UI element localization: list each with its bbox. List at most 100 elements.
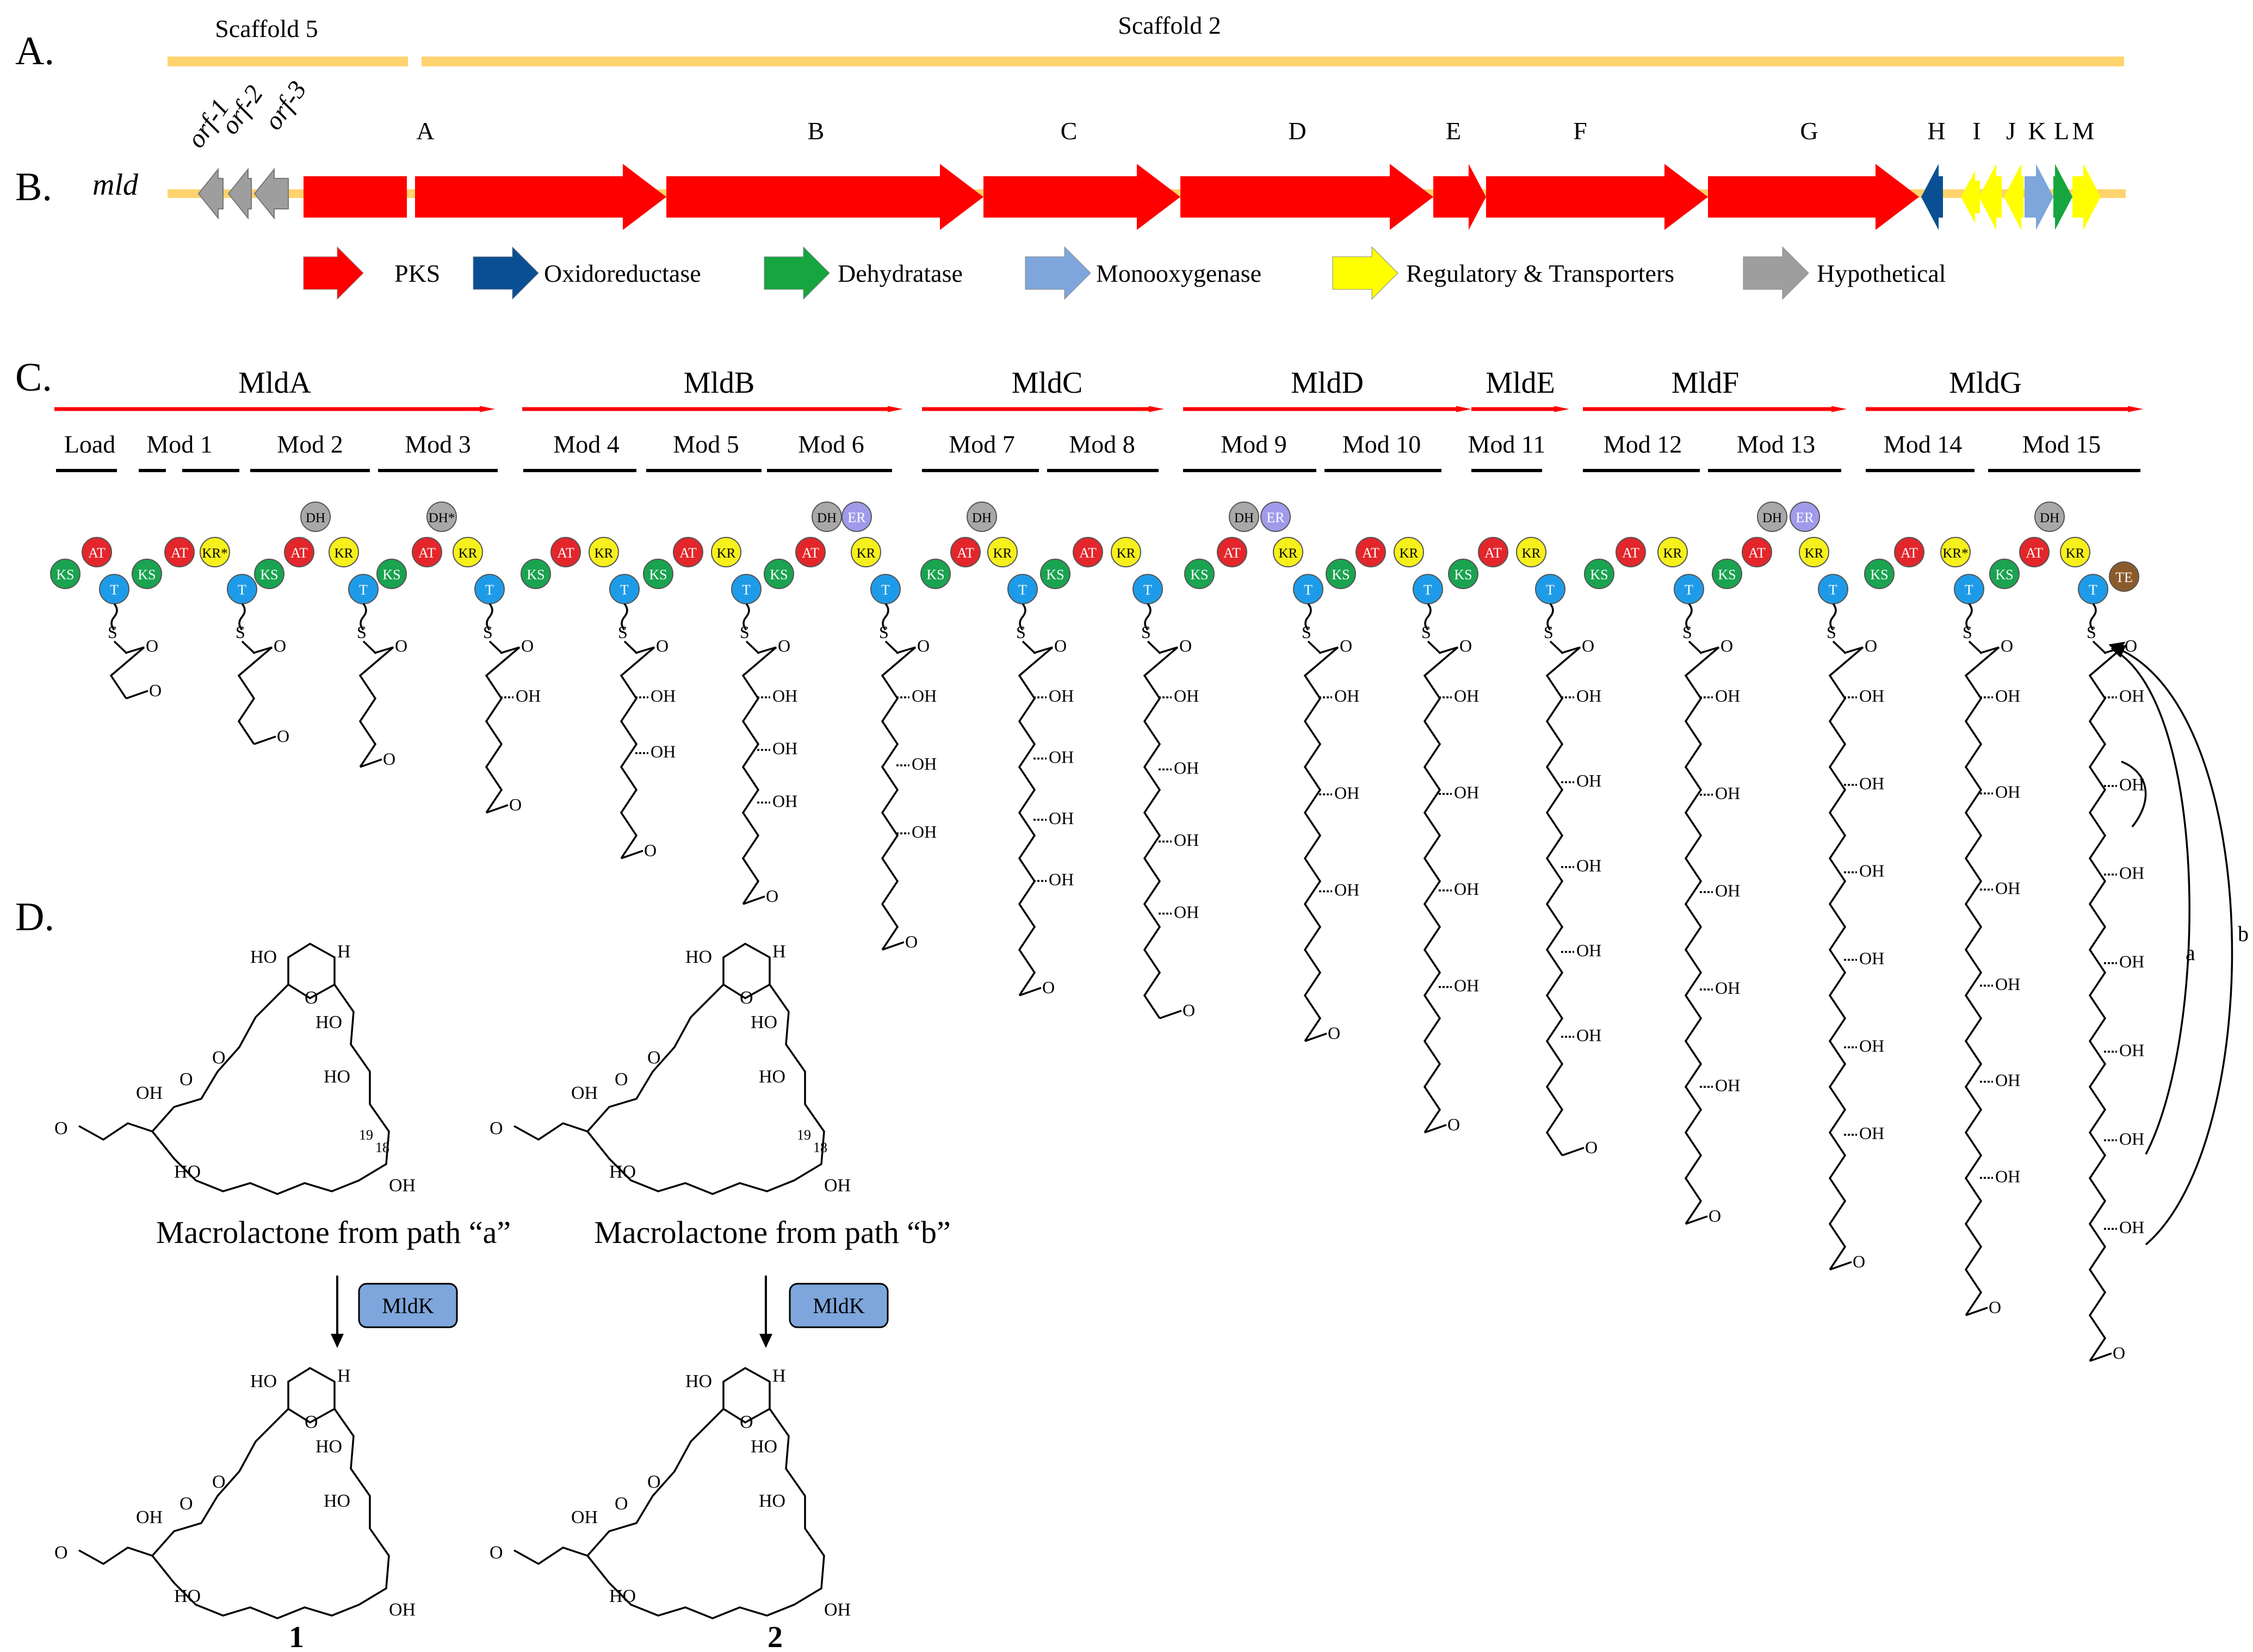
chain-backbone-7: [1018, 640, 1054, 996]
locant-18-a: 18: [375, 1140, 389, 1155]
terminal-o-10: O: [1447, 1115, 1460, 1134]
gene-letter-D: D: [1288, 117, 1306, 145]
domain-63-t: T: [1818, 574, 1848, 604]
gene-letter-B: B: [808, 117, 825, 145]
locant-18-b: 18: [813, 1140, 827, 1155]
domain-39-t-label: T: [1143, 582, 1152, 598]
hydroxyl-7-2: OH: [1049, 808, 1074, 828]
terminal-ketone-3: [486, 804, 509, 814]
domain-43-er-circle: [1260, 502, 1291, 532]
terminal-ketone-11: [1562, 1147, 1584, 1156]
domain-5-kr_star-label: KR*: [202, 546, 227, 561]
domain-1-at-circle: [82, 537, 112, 567]
domain-32-at: AT: [950, 537, 981, 567]
hydroxyl-6-0: OH: [912, 686, 937, 706]
domain-4-at-circle: [164, 537, 195, 567]
module-label-4: Mod 4: [553, 430, 619, 458]
legend-label-1: Oxidoreductase: [544, 259, 701, 287]
domain-3-ks-circle: [132, 559, 162, 589]
domain-14-dh_star: DH*: [426, 502, 457, 532]
polyketide-intermediates: [109, 603, 2124, 1362]
module-label-9: Mod 9: [1221, 430, 1286, 458]
domain-19-kr: KR: [589, 537, 619, 567]
mldk-box-a: [358, 1283, 458, 1328]
domain-11-t-label: T: [359, 582, 368, 598]
chain-backbone-0: [109, 640, 145, 699]
protein-arrow-MldG: [1866, 406, 2143, 412]
domain-41-at-circle: [1217, 537, 1247, 567]
domain-22-at-label: AT: [679, 545, 697, 561]
orf-arrow-2: [227, 168, 252, 220]
domain-20-t-label: T: [620, 582, 629, 598]
domain-31-ks-label: KS: [926, 567, 944, 583]
domain-62-kr-circle: [1799, 537, 1829, 567]
terminal-o-14: O: [1989, 1297, 2001, 1317]
domain-2-t: T: [99, 574, 129, 604]
gene-arrow-7: [1708, 164, 1919, 230]
protein-label-MldG: MldG: [1949, 366, 2022, 400]
hydroxyl-5-2: OH: [772, 791, 797, 810]
domain-16-t: T: [474, 574, 505, 604]
domain-42-dh-circle: [1229, 502, 1259, 532]
module-label-15: Mod 15: [2022, 430, 2101, 458]
ester-o-b1: O: [615, 1069, 628, 1090]
domain-53-t: T: [1535, 574, 1565, 604]
terminal-o-0: O: [149, 680, 162, 700]
thioester-link-15: [2089, 603, 2097, 631]
ho-anomeric-p1: HO: [250, 1371, 277, 1391]
domain-28-er-label: ER: [847, 510, 866, 525]
domain-8-at-circle: [284, 537, 314, 567]
hydroxyl-7-1: OH: [1049, 747, 1074, 767]
domain-29-kr: KR: [851, 537, 881, 567]
domain-66-kr_star: KR*: [1940, 537, 1971, 567]
gene-arrow-10: [2004, 164, 2023, 230]
product-1-label: 1: [289, 1620, 304, 1652]
sulfur-4: S: [618, 622, 628, 642]
domain-29-kr-label: KR: [857, 546, 876, 561]
carbonyl-o-15: O: [2125, 636, 2137, 655]
domain-61-er: ER: [1790, 502, 1820, 532]
terminal-ketone-10: [1424, 1124, 1447, 1134]
domain-58-ks-label: KS: [1718, 567, 1736, 583]
domain-23-kr-label: KR: [717, 546, 736, 561]
domain-8-at-label: AT: [290, 545, 308, 561]
domain-70-dh: DH: [2034, 502, 2065, 532]
hydroxyl-14-5: OH: [1995, 1166, 2020, 1186]
hydroxyl-9-0: OH: [1334, 686, 1359, 706]
domain-42-dh-label: DH: [1234, 511, 1254, 525]
domain-19-kr-label: KR: [595, 546, 614, 561]
scaffold-5-bar: [168, 57, 408, 66]
oh-d-p1: HO: [174, 1586, 201, 1606]
domain-28-er-circle: [841, 502, 872, 532]
domain-71-kr-circle: [2060, 537, 2090, 567]
locant-19-a: 19: [359, 1127, 373, 1143]
oh-a-p1: HO: [315, 1437, 342, 1457]
legend-label-4: Regulatory & Transporters: [1406, 259, 1674, 287]
terminal-ketone-2: [360, 758, 382, 768]
domain-47-at-circle: [1355, 537, 1386, 567]
domain-50-ks-circle: [1448, 559, 1478, 589]
oh-c-a1: OH: [389, 1175, 416, 1196]
domain-70-dh-circle: [2034, 502, 2065, 532]
domain-56-kr-circle: [1657, 537, 1688, 567]
oh-b-b1: HO: [759, 1067, 785, 1087]
thioester-link-10: [1424, 603, 1432, 631]
domain-54-ks: KS: [1584, 559, 1614, 589]
gene-letter-C: C: [1061, 117, 1078, 145]
sulfur-1: S: [236, 622, 245, 642]
hydroxyl-10-3: OH: [1454, 976, 1479, 995]
oh-c-p2: OH: [824, 1600, 851, 1620]
domain-64-ks: KS: [1864, 559, 1895, 589]
hydroxyl-15-0: OH: [2119, 686, 2144, 706]
domain-22-at: AT: [673, 537, 703, 567]
legend-swatch-1: [473, 246, 539, 300]
terminal-ketone-15: [2089, 1352, 2112, 1362]
oh-c-p1: OH: [389, 1600, 416, 1620]
carbonyl-o-p1: O: [212, 1472, 226, 1492]
module-label-5: Mod 5: [673, 430, 739, 458]
carbonyl-o-4: O: [656, 636, 669, 655]
carbonyl-o-b1: O: [647, 1048, 661, 1068]
domain-38-kr-label: KR: [1117, 546, 1136, 561]
thioester-link-12: [1685, 603, 1693, 631]
domain-32-at-label: AT: [957, 545, 974, 561]
